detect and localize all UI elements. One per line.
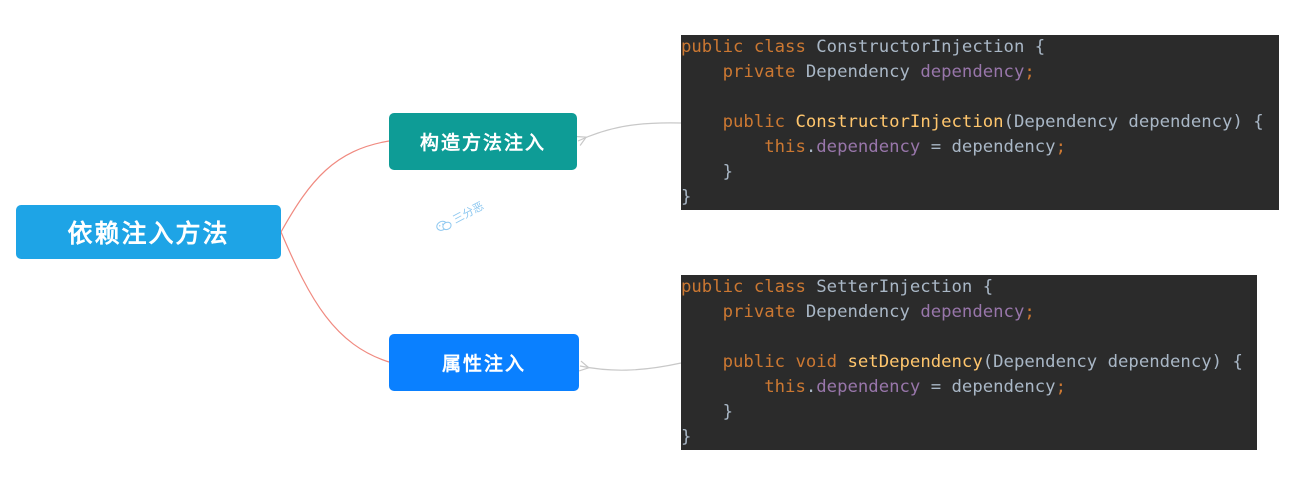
code-token: dependency xyxy=(920,62,1025,82)
code-token xyxy=(681,302,723,322)
code-line: this.dependency = dependency; xyxy=(681,135,1279,160)
code-token: = dependency xyxy=(920,137,1056,157)
code-token: } xyxy=(681,402,734,422)
code-token: private xyxy=(722,62,806,82)
code-token: Dependency xyxy=(805,62,921,82)
wechat-icon xyxy=(436,220,452,231)
branch-node-constructor-injection: 构造方法注入 xyxy=(389,113,577,170)
code-token xyxy=(681,377,764,397)
root-node: 依赖注入方法 xyxy=(16,205,281,259)
code-token: private xyxy=(722,302,806,322)
branch-node-label: 构造方法注入 xyxy=(419,132,546,154)
code-token: (Dependency dependency) { xyxy=(1003,112,1264,132)
code-line: } xyxy=(681,400,1257,425)
code-token: (Dependency dependency) { xyxy=(982,352,1243,372)
code-token: ConstructorInjection xyxy=(795,112,1004,132)
code-token: public class xyxy=(681,277,817,297)
root-node-label: 依赖注入方法 xyxy=(67,219,230,248)
code2-to-branch2-arrow xyxy=(580,363,682,370)
code-token: Dependency xyxy=(805,302,921,322)
code-block-setter-injection: public class SetterInjection { private D… xyxy=(681,275,1257,450)
code-token: . xyxy=(805,377,817,397)
code-line: public class SetterInjection { xyxy=(681,275,1257,300)
code-block-constructor-injection: public class ConstructorInjection { priv… xyxy=(681,35,1279,210)
code-token: } xyxy=(681,187,692,207)
code-token xyxy=(681,352,723,372)
code-token: setDependency xyxy=(847,352,983,372)
code-line: public void setDependency(Dependency dep… xyxy=(681,350,1257,375)
code-token: ; xyxy=(1055,137,1066,157)
code-token xyxy=(681,137,764,157)
code-line: public class ConstructorInjection { xyxy=(681,35,1279,60)
code-token: ; xyxy=(1024,302,1035,322)
code-token: ; xyxy=(1024,62,1035,82)
code-line: public ConstructorInjection(Dependency d… xyxy=(681,110,1279,135)
code-line: private Dependency dependency; xyxy=(681,300,1257,325)
code-token: dependency xyxy=(816,377,921,397)
watermark: 三分恶 xyxy=(433,198,486,237)
code-token xyxy=(681,62,723,82)
code-token: public class xyxy=(681,37,817,57)
code-token: public void xyxy=(722,352,848,372)
code-line: } xyxy=(681,160,1279,185)
branch-node-property-injection: 属性注入 xyxy=(389,334,579,391)
code-line: } xyxy=(681,425,1257,450)
code-token: this xyxy=(764,377,806,397)
code-token: ConstructorInjection { xyxy=(816,37,1046,57)
code-token: dependency xyxy=(816,137,921,157)
root-to-branch1-curve xyxy=(280,140,390,233)
code-line xyxy=(681,325,1257,350)
code1-to-branch1-arrow xyxy=(578,122,682,141)
code-token: } xyxy=(681,427,692,447)
code-line: this.dependency = dependency; xyxy=(681,375,1257,400)
root-to-branch2-curve xyxy=(280,231,390,363)
code-token xyxy=(681,112,723,132)
code-token: } xyxy=(681,162,734,182)
code-token: ; xyxy=(1055,377,1066,397)
code-line xyxy=(681,85,1279,110)
code-line: } xyxy=(681,185,1279,210)
code-token: . xyxy=(805,137,817,157)
code-token: = dependency xyxy=(920,377,1056,397)
branch-node-label: 属性注入 xyxy=(441,353,526,375)
code-token: public xyxy=(722,112,796,132)
code-token: SetterInjection { xyxy=(816,277,994,297)
code-line: private Dependency dependency; xyxy=(681,60,1279,85)
code-token: this xyxy=(764,137,806,157)
code-token: dependency xyxy=(920,302,1025,322)
